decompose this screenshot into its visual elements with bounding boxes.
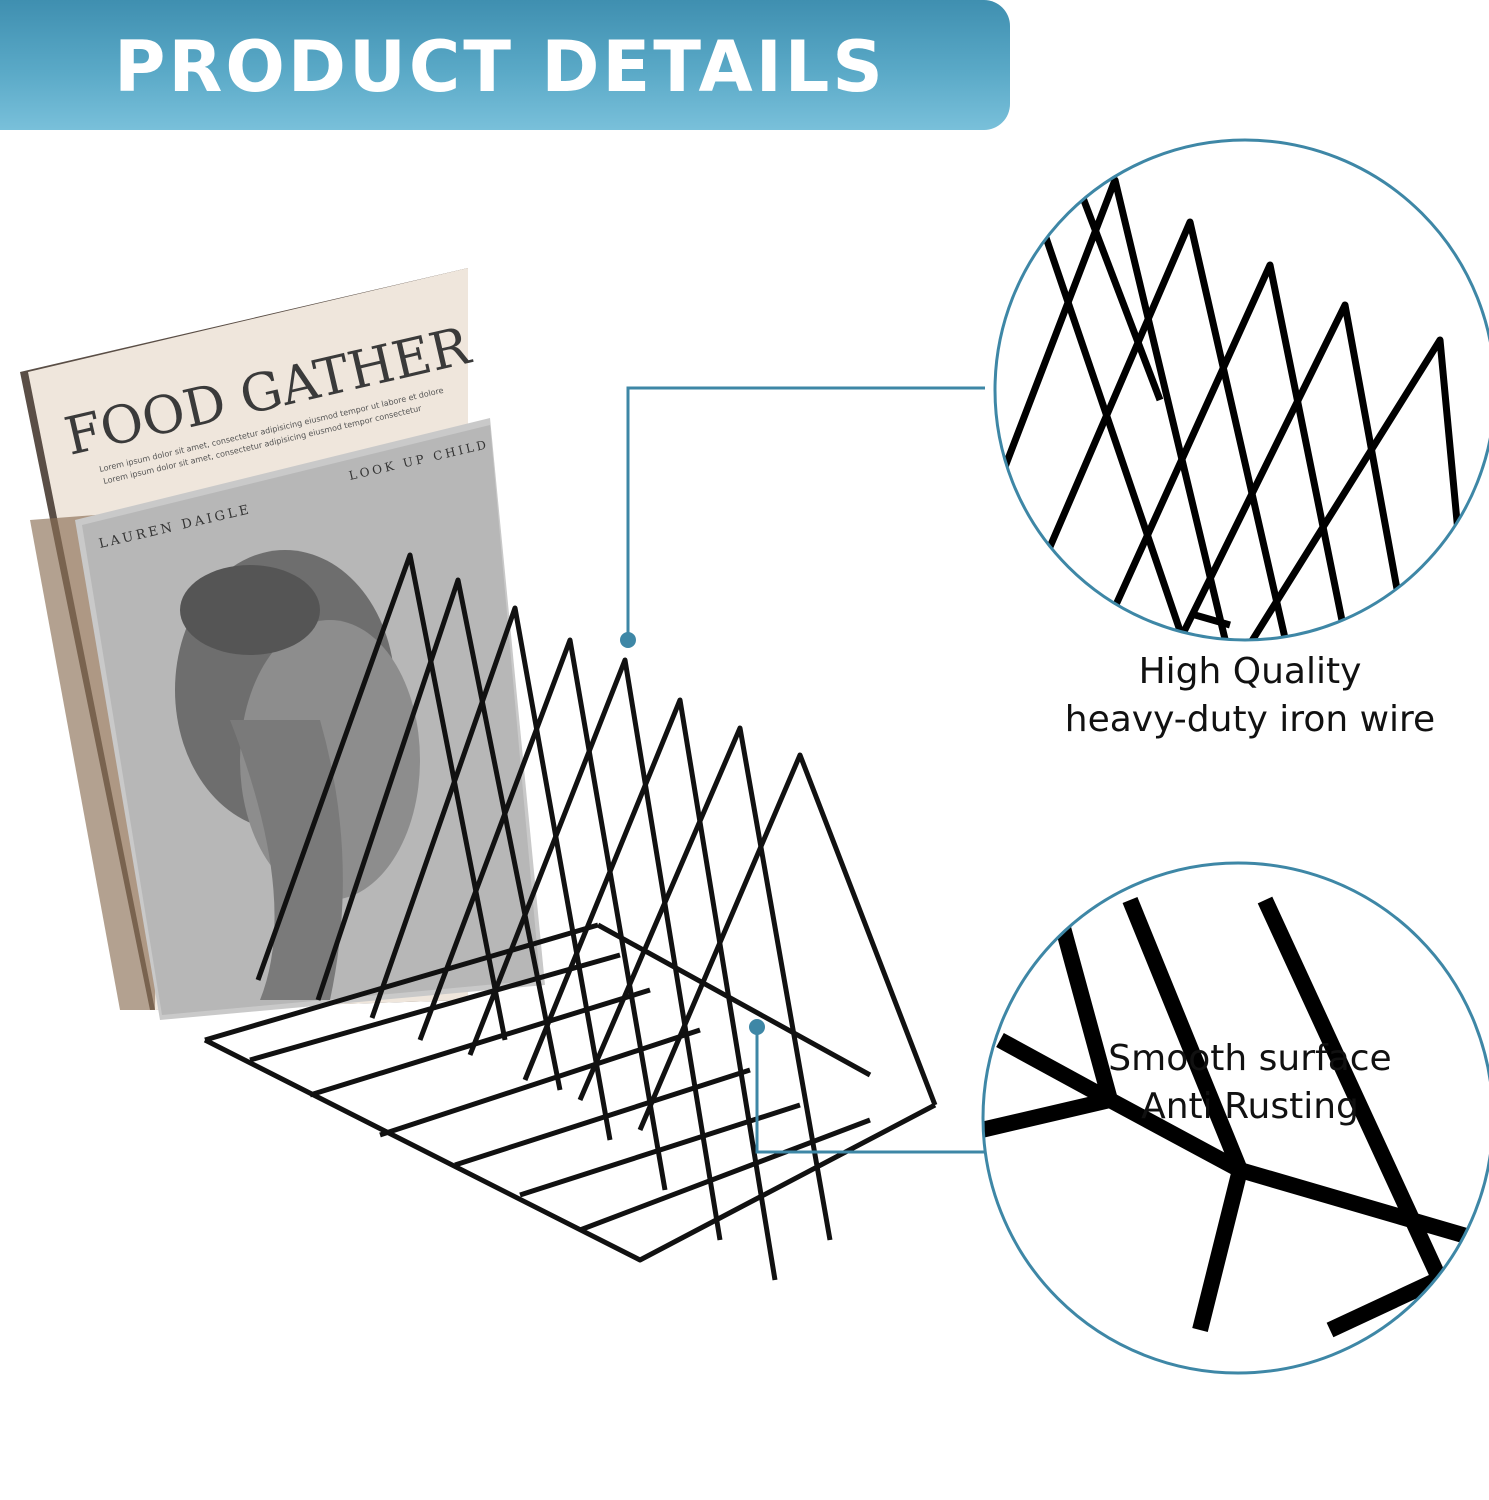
- callout-bottom: [755, 1027, 985, 1154]
- feature-caption-quality: High Quality heavy-duty iron wire: [1010, 648, 1489, 744]
- feature-quality-title: High Quality: [1138, 651, 1362, 692]
- callout-top: [626, 386, 985, 640]
- page-title: PRODUCT DETAILS: [114, 26, 886, 108]
- title-banner: PRODUCT DETAILS: [0, 0, 1010, 130]
- feature-surface-desc: Anti Rusting: [1141, 1086, 1359, 1127]
- zoom-wire-detail: [993, 138, 1489, 642]
- feature-caption-surface: Smooth surface Anti Rusting: [1010, 1035, 1489, 1131]
- feature-quality-desc: heavy-duty iron wire: [1064, 699, 1436, 740]
- callout-top-dot: [620, 632, 636, 648]
- wire-rack: [203, 552, 938, 1281]
- feature-surface-title: Smooth surface: [1108, 1038, 1392, 1079]
- callout-bottom-dot: [749, 1019, 765, 1035]
